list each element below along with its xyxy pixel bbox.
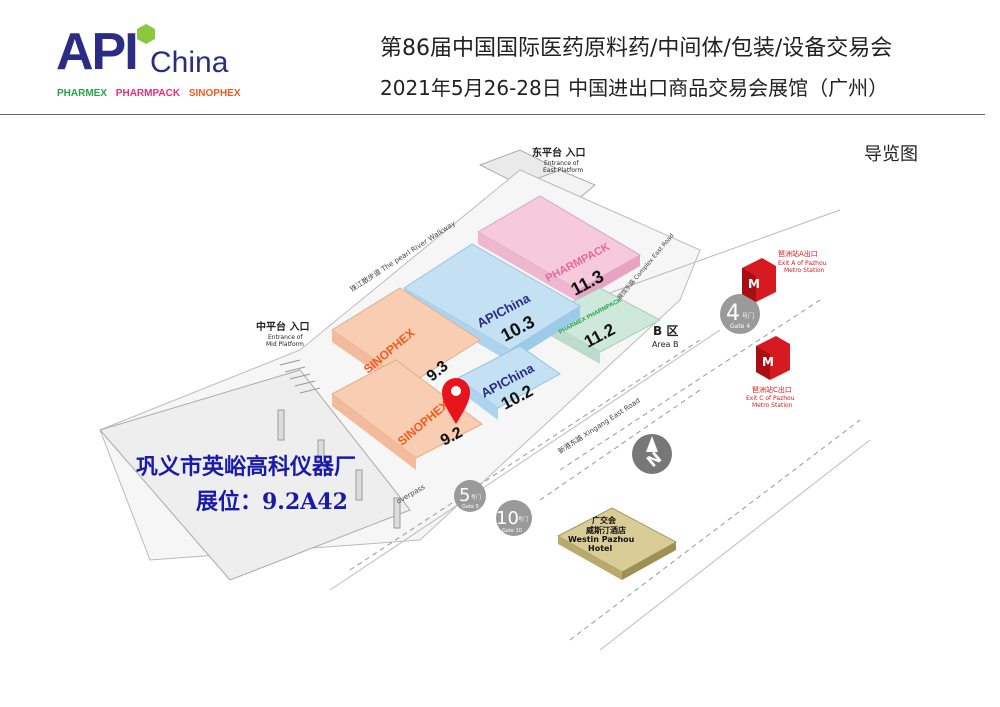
area-b-cn: B 区 xyxy=(653,324,678,338)
metro-a-en2: Metro Station xyxy=(784,267,825,274)
metro-c-en2: Metro Station xyxy=(752,402,793,409)
logo-china-text: China xyxy=(150,46,229,79)
exhibition-title: 第86届中国国际医药原料药/中间体/包装/设备交易会 xyxy=(380,36,893,61)
westin-hotel[interactable] xyxy=(556,507,678,580)
location-marker-icon xyxy=(442,378,470,424)
gate-4-icon[interactable]: 4 号门 Gate 4 xyxy=(720,294,760,334)
walkway-top xyxy=(478,149,562,186)
pillars xyxy=(277,409,401,529)
hall-10-3[interactable] xyxy=(403,243,581,362)
exhibitor-booth: 展位：9.2A42 xyxy=(196,489,348,515)
gate-10-unit: 号门 xyxy=(518,516,528,523)
exhibitor-company: 巩义市英峪高科仪器厂 xyxy=(136,454,357,480)
east-platform-cn: 东平台 入口 xyxy=(532,146,585,159)
brand-pharmpack: PHARMPACK xyxy=(115,88,181,99)
gate-4-en: Gate 4 xyxy=(730,323,750,330)
overpass-ramp xyxy=(99,369,411,581)
mid-platform-en2: Mid Platform xyxy=(266,341,304,348)
hotel-en2: Hotel xyxy=(588,544,612,553)
hall-11-3[interactable] xyxy=(477,195,642,302)
road-lines xyxy=(349,299,861,641)
svg-text:M: M xyxy=(748,277,760,291)
hall-9-2[interactable] xyxy=(331,359,483,470)
exhibition-date-venue: 2021年5月26-28日 中国进出口商品交易会展馆（广州） xyxy=(380,76,889,100)
hotel-cn1: 广交会 xyxy=(592,515,616,525)
metro-a-cn: 琶洲站A出口 xyxy=(778,249,818,258)
map-title: 导览图 xyxy=(864,144,918,165)
hotel-en1: Westin Pazhou xyxy=(568,535,635,544)
svg-text:M: M xyxy=(762,355,774,369)
compass-icon: N xyxy=(632,434,672,474)
gate-5-number: 5 xyxy=(459,485,470,506)
metro-a-en1: Exit A of Pazhou xyxy=(778,260,827,267)
gate-4-unit: 号门 xyxy=(742,312,754,320)
east-platform-en2: East Platform xyxy=(543,167,583,174)
east-platform-en1: Entrance of xyxy=(544,160,579,167)
hotel-cn2: 威斯汀酒店 xyxy=(586,525,626,535)
gate-10-icon[interactable]: 10 号门 Gate 10 xyxy=(496,500,532,536)
area-b-en: Area B xyxy=(652,340,678,349)
gate-4-number: 4 xyxy=(726,301,740,326)
gate-5-en: Gate 5 xyxy=(462,504,479,510)
metro-exit-c-icon[interactable]: M xyxy=(756,336,790,380)
mid-platform-cn: 中平台 入口 xyxy=(256,320,309,333)
metro-exit-a-icon[interactable]: M xyxy=(742,258,776,302)
road-edges xyxy=(329,209,871,651)
brand-pharmex: PHARMEX xyxy=(57,88,108,99)
stairs xyxy=(279,359,321,394)
gate-5-unit: 号门 xyxy=(471,494,481,501)
metro-c-en1: Exit C of Pazhou xyxy=(746,395,795,402)
gate-10-number: 10 xyxy=(496,508,519,529)
header-divider xyxy=(0,114,985,115)
mid-platform-en1: Entrance of xyxy=(268,334,303,341)
logo-api-text: API xyxy=(56,23,139,81)
logo-brands: PHARMEX PHARMPACK SINOPHEX xyxy=(57,88,241,99)
gate-5-icon[interactable]: 5 号门 Gate 5 xyxy=(454,480,486,512)
metro-c-cn: 琶洲站C出口 xyxy=(752,385,792,394)
gate-10-en: Gate 10 xyxy=(502,528,522,534)
brand-sinophex: SINOPHEX xyxy=(188,88,241,99)
